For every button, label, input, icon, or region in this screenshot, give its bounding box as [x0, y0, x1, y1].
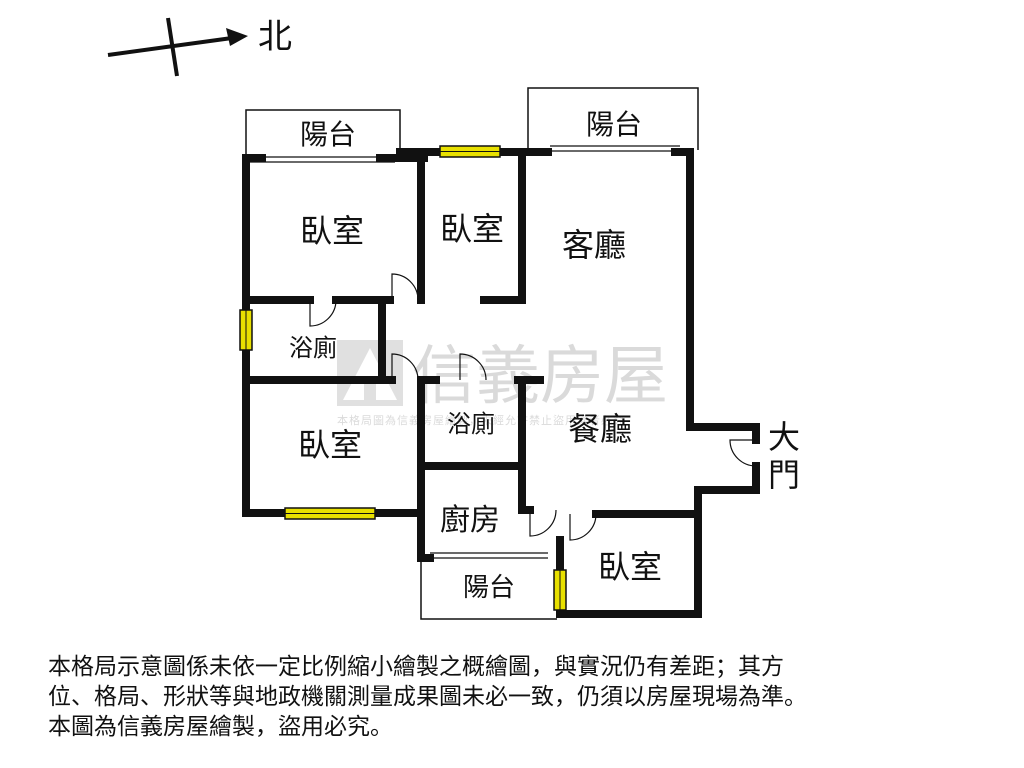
brand-logo-icon: [337, 340, 403, 406]
bedroom-bottom-right-label: 臥室: [598, 548, 662, 586]
north-label: 北: [258, 17, 292, 57]
kitchen-label: 廚房: [440, 503, 500, 538]
living-room-label: 客廳: [562, 226, 626, 264]
compass: 北: [107, 17, 292, 77]
windows: [239, 145, 567, 611]
compass-arrow-shaft: [107, 36, 233, 57]
balcony-top-left-label: 陽台: [300, 118, 356, 151]
bedroom-left-label: 臥室: [298, 426, 362, 464]
main-door-label-bottom: 門: [768, 456, 800, 494]
balcony-bottom-label: 陽台: [463, 573, 515, 603]
bedroom-top-left-label: 臥室: [300, 212, 364, 250]
door-swings: [309, 273, 757, 541]
north-arrow-icon: [226, 28, 248, 46]
main-door-label-top: 大: [768, 418, 800, 456]
bedroom-top-middle-label: 臥室: [440, 210, 504, 248]
bath-center-label: 浴廁: [447, 410, 495, 438]
compass-cross-tick: [166, 17, 179, 77]
watermark-fine-print: 本格局圖為信義房屋繪製，未經允許禁止盜用違者必究: [337, 413, 625, 427]
disclaimer-line-2: 位、格局、形狀等與地政機關測量成果圖未必一致，仍須以房屋現場為準。: [48, 684, 807, 710]
sliding-doors: [250, 145, 680, 559]
disclaimer: 本格局示意圖係未依一定比例縮小繪製之概繪圖，與實況仍有差距；其方 位、格局、形狀…: [48, 652, 988, 742]
disclaimer-line-1: 本格局示意圖係未依一定比例縮小繪製之概繪圖，與實況仍有差距；其方: [48, 654, 784, 680]
room-labels: 陽台 陽台 臥室 臥室 客廳 浴廁 臥室 浴廁 餐廳 廚房 陽台 臥室 大 門: [289, 108, 800, 603]
balcony-top-right-label: 陽台: [586, 108, 642, 141]
bath-left-label: 浴廁: [289, 334, 337, 362]
dining-room-label: 餐廳: [568, 410, 632, 448]
floor-plan: 北 信義房屋 本格局圖為信義房屋繪製，未經允許禁止盜用違者必究: [107, 17, 800, 620]
balcony-outlines: [245, 87, 699, 620]
disclaimer-line-3: 本圖為信義房屋繪製，盜用必究。: [48, 714, 393, 740]
